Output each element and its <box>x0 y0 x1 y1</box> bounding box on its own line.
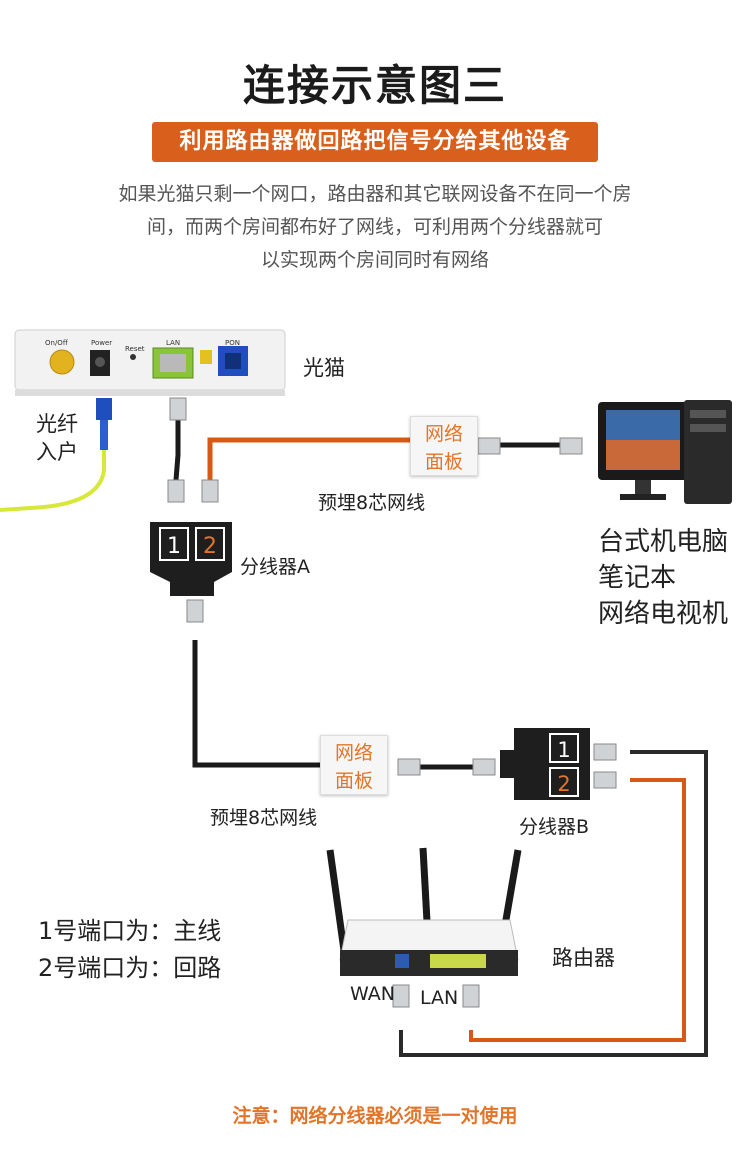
black-cable <box>176 420 178 480</box>
network-panel-top: 网络 面板 <box>410 416 478 476</box>
port-note: 2号端口为：回路 <box>38 948 221 983</box>
onoff-label: On/Off <box>45 339 68 347</box>
reset-label: Reset <box>125 345 145 353</box>
device-list: 台式机电脑 笔记本 网络电视机 <box>598 524 728 632</box>
splitter-b <box>500 728 590 800</box>
power-label: Power <box>91 339 112 347</box>
device-item: 网络电视机 <box>598 596 728 632</box>
device-item: 台式机电脑 <box>598 524 728 560</box>
lan-port-label: LAN <box>420 987 458 1009</box>
network-panel-bottom: 网络 面板 <box>320 735 388 795</box>
modem-label: 光猫 <box>303 352 345 382</box>
splitter-b-label: 分线器B <box>519 812 589 839</box>
splitter-a <box>150 522 232 596</box>
orange-cable <box>210 440 410 480</box>
panel-text: 网络 <box>411 420 477 448</box>
fiber-label: 光纤 入户 <box>36 410 78 466</box>
device-item: 笔记本 <box>598 560 728 596</box>
fiber-connector <box>96 398 112 450</box>
splitter-b-port-2: 2 <box>557 772 570 796</box>
splitter-b-port-1: 1 <box>557 738 570 762</box>
splitter-a-port-1: 1 <box>167 534 181 559</box>
router-device <box>330 848 518 976</box>
router-label: 路由器 <box>552 942 615 972</box>
cable-label-bottom: 预埋8芯网线 <box>210 803 317 830</box>
splitter-a-port-2: 2 <box>203 534 217 559</box>
lan-label: LAN <box>166 339 180 347</box>
panel-text: 面板 <box>321 767 387 795</box>
footer-note: 注意：网络分线器必须是一对使用 <box>0 1101 750 1128</box>
port-notes: 1号端口为：主线 2号端口为：回路 <box>38 911 221 983</box>
splitter-a-label: 分线器A <box>240 552 310 579</box>
panel-text: 网络 <box>321 739 387 767</box>
panel-text: 面板 <box>411 448 477 476</box>
cable-label-top: 预埋8芯网线 <box>318 488 425 515</box>
pon-label: PON <box>225 339 240 347</box>
black-cable <box>195 640 320 765</box>
fiber-label-line: 入户 <box>36 438 78 466</box>
fiber-label-line: 光纤 <box>36 410 78 438</box>
desktop-pc <box>598 400 732 504</box>
port-note: 1号端口为：主线 <box>38 911 221 946</box>
wan-label: WAN <box>350 983 395 1005</box>
